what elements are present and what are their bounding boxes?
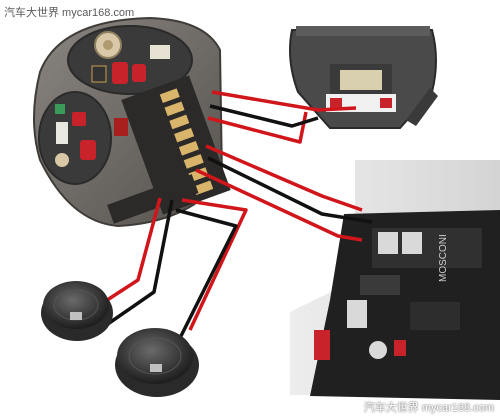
tweeter-speaker-right xyxy=(115,328,199,397)
woofer-speaker xyxy=(289,26,438,129)
watermark-top: 汽车大世界 mycar168.com xyxy=(4,7,135,19)
tweeter-speaker-left xyxy=(41,281,113,341)
amplifier-brand-text: MOSCONI xyxy=(438,234,449,282)
amplifier: MOSCONI xyxy=(290,160,500,400)
speaker-wires xyxy=(97,90,373,347)
watermark-bottom: 汽车大世界 mycar168.com xyxy=(363,402,494,414)
crossover-unit xyxy=(33,16,231,228)
